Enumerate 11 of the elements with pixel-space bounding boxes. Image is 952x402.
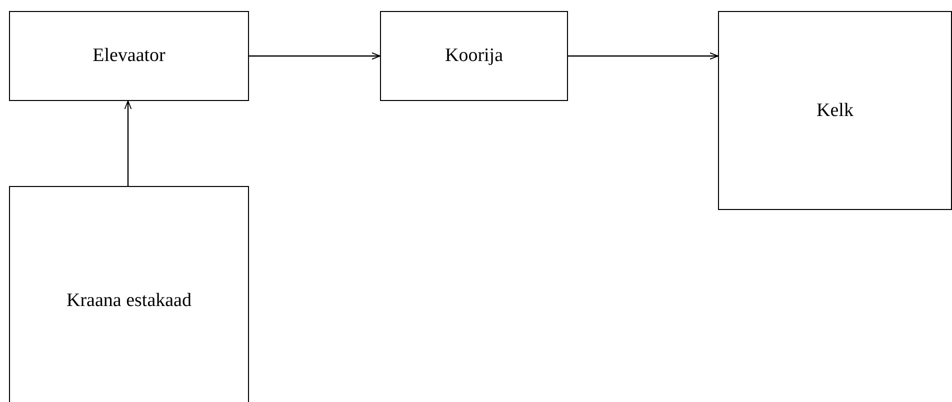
- process-box: [9, 11, 249, 101]
- arrow: [568, 52, 718, 60]
- box-label: Kelk: [816, 100, 854, 122]
- box-label: Elevaator: [92, 45, 166, 67]
- process-box: [9, 186, 249, 402]
- box-label: Koorija: [444, 45, 504, 67]
- process-box: [380, 11, 568, 101]
- arrow: [124, 100, 132, 186]
- box-label: Kraana estakaad: [66, 290, 192, 312]
- process-box: [718, 11, 952, 210]
- arrow: [249, 52, 380, 60]
